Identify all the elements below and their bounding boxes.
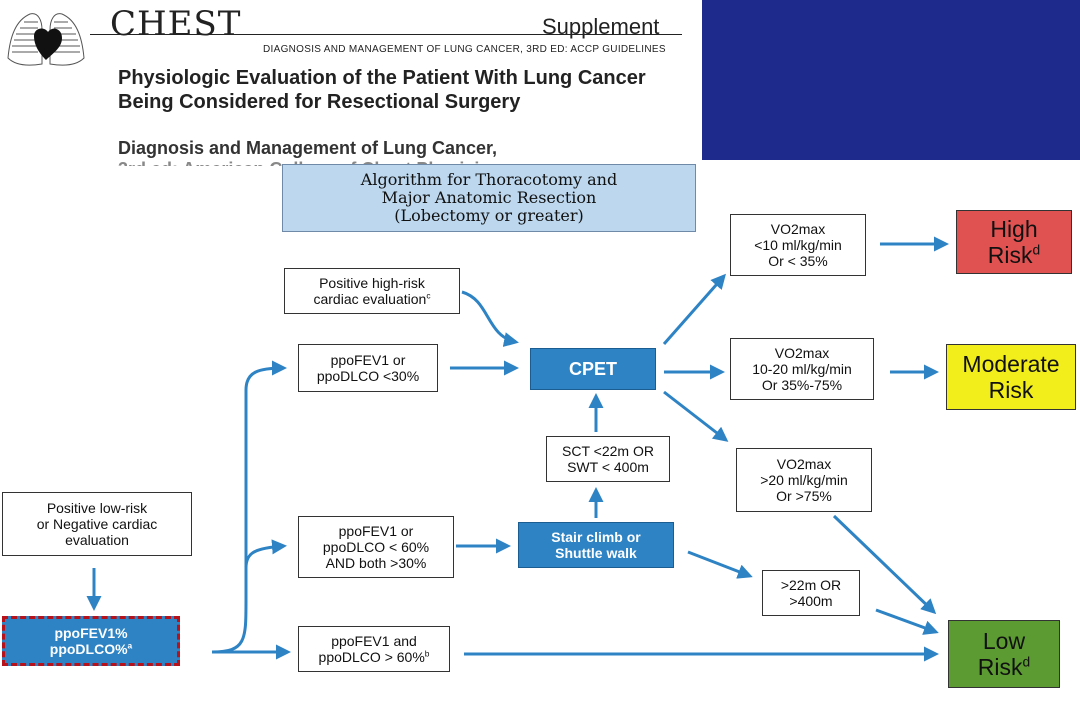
- journal-header: CHEST Supplement DIAGNOSIS AND MANAGEMEN…: [0, 0, 702, 236]
- node-sct-swt: SCT <22m OR SWT < 400m: [546, 436, 670, 482]
- node-ppo-lt60: ppoFEV1 or ppoDLCO < 60% AND both >30%: [298, 516, 454, 578]
- arrow-vo2-gt20-to-low-risk: [832, 514, 937, 615]
- node-stair-climb-text: Stair climb or Shuttle walk: [551, 529, 641, 561]
- node-gt22m-text: >22m OR >400m: [780, 577, 842, 609]
- guidelines-label: DIAGNOSIS AND MANAGEMENT OF LUNG CANCER,…: [263, 44, 666, 55]
- node-ppo-input-sup: a: [127, 640, 133, 651]
- node-vo2-10-20-text: VO2max 10-20 ml/kg/min Or 35%-75%: [752, 345, 852, 393]
- arrow-gt22m-to-low-risk: [875, 608, 939, 635]
- node-low-risk-sup: d: [1022, 654, 1031, 670]
- arrow-stair-to-gt22m: [687, 550, 753, 579]
- algorithm-title: Algorithm for Thoracotomy and Major Anat…: [282, 164, 696, 232]
- node-high-risk: High Riskd: [956, 210, 1072, 274]
- node-ppo-lt60-text: ppoFEV1 or ppoDLCO < 60% AND both >30%: [322, 523, 430, 571]
- node-ppo-gt60-sup: b: [424, 648, 430, 659]
- node-stair-climb: Stair climb or Shuttle walk: [518, 522, 674, 568]
- node-ppo-gt60: ppoFEV1 and ppoDLCO > 60%b: [298, 626, 450, 672]
- arrow-high-risk-cardiac-to-cpet: [461, 290, 519, 347]
- arrow-cpet-to-vo2-gt20: [663, 390, 729, 442]
- node-moderate-risk-text: Moderate Risk: [962, 351, 1060, 403]
- algorithm-title-text: Algorithm for Thoracotomy and Major Anat…: [360, 170, 618, 225]
- header-rule: [90, 34, 682, 35]
- article-subtitle-cut: 3rd ed: American College of Chest Physic…: [118, 160, 510, 166]
- node-sct-swt-text: SCT <22m OR SWT < 400m: [562, 443, 654, 475]
- node-low-risk-label: Low Risk: [977, 628, 1026, 680]
- node-positive-low-risk-text: Positive low-risk or Negative cardiac ev…: [36, 500, 158, 548]
- node-vo2-10-20: VO2max 10-20 ml/kg/min Or 35%-75%: [730, 338, 874, 400]
- node-ppo-lt30-text: ppoFEV1 or ppoDLCO <30%: [316, 352, 420, 384]
- node-vo2-lt10-text: VO2max <10 ml/kg/min Or < 35%: [754, 221, 842, 269]
- diagram-panel: [0, 160, 1080, 720]
- node-positive-high-risk-sup: c: [426, 290, 431, 301]
- node-high-risk-label: High Risk: [987, 216, 1038, 268]
- arrow-cpet-to-vo2-lt10: [662, 273, 726, 345]
- node-high-risk-sup: d: [1032, 242, 1041, 258]
- article-title: Physiologic Evaluation of the Patient Wi…: [118, 67, 646, 113]
- node-vo2-gt20: VO2max >20 ml/kg/min Or >75%: [736, 448, 872, 512]
- node-positive-high-risk: Positive high-risk cardiac evaluationc: [284, 268, 460, 314]
- journal-name: CHEST: [110, 4, 242, 44]
- article-subtitle: Diagnosis and Management of Lung Cancer,: [118, 138, 498, 158]
- arrow-ppo-to-lt30: [211, 360, 287, 654]
- node-ppo-input-label: ppoFEV1% ppoDLCO%: [49, 625, 128, 657]
- node-vo2-lt10: VO2max <10 ml/kg/min Or < 35%: [730, 214, 866, 276]
- node-ppo-lt30: ppoFEV1 or ppoDLCO <30%: [298, 344, 438, 392]
- node-gt22m: >22m OR >400m: [762, 570, 860, 616]
- supplement-label: Supplement: [542, 14, 660, 39]
- node-cpet-text: CPET: [568, 359, 617, 379]
- node-vo2-gt20-text: VO2max >20 ml/kg/min Or >75%: [760, 456, 848, 504]
- arrow-ppo-to-lt60: [244, 539, 287, 569]
- node-moderate-risk: Moderate Risk: [946, 344, 1076, 410]
- node-positive-high-risk-text: Positive high-risk cardiac evaluationc: [313, 275, 430, 307]
- node-ppo-gt60-label: ppoFEV1 and ppoDLCO > 60%: [318, 633, 425, 665]
- node-positive-high-risk-label: Positive high-risk cardiac evaluation: [313, 275, 427, 307]
- node-ppo-input: ppoFEV1% ppoDLCO%a: [2, 616, 180, 666]
- node-high-risk-text: High Riskd: [988, 216, 1040, 268]
- node-low-risk: Low Riskd: [948, 620, 1060, 688]
- node-ppo-gt60-text: ppoFEV1 and ppoDLCO > 60%b: [319, 633, 430, 665]
- node-low-risk-text: Low Riskd: [978, 628, 1030, 680]
- node-ppo-input-text: ppoFEV1% ppoDLCO%a: [50, 625, 132, 657]
- chest-logo-icon: [4, 6, 88, 72]
- node-positive-low-risk: Positive low-risk or Negative cardiac ev…: [2, 492, 192, 556]
- node-cpet: CPET: [530, 348, 656, 390]
